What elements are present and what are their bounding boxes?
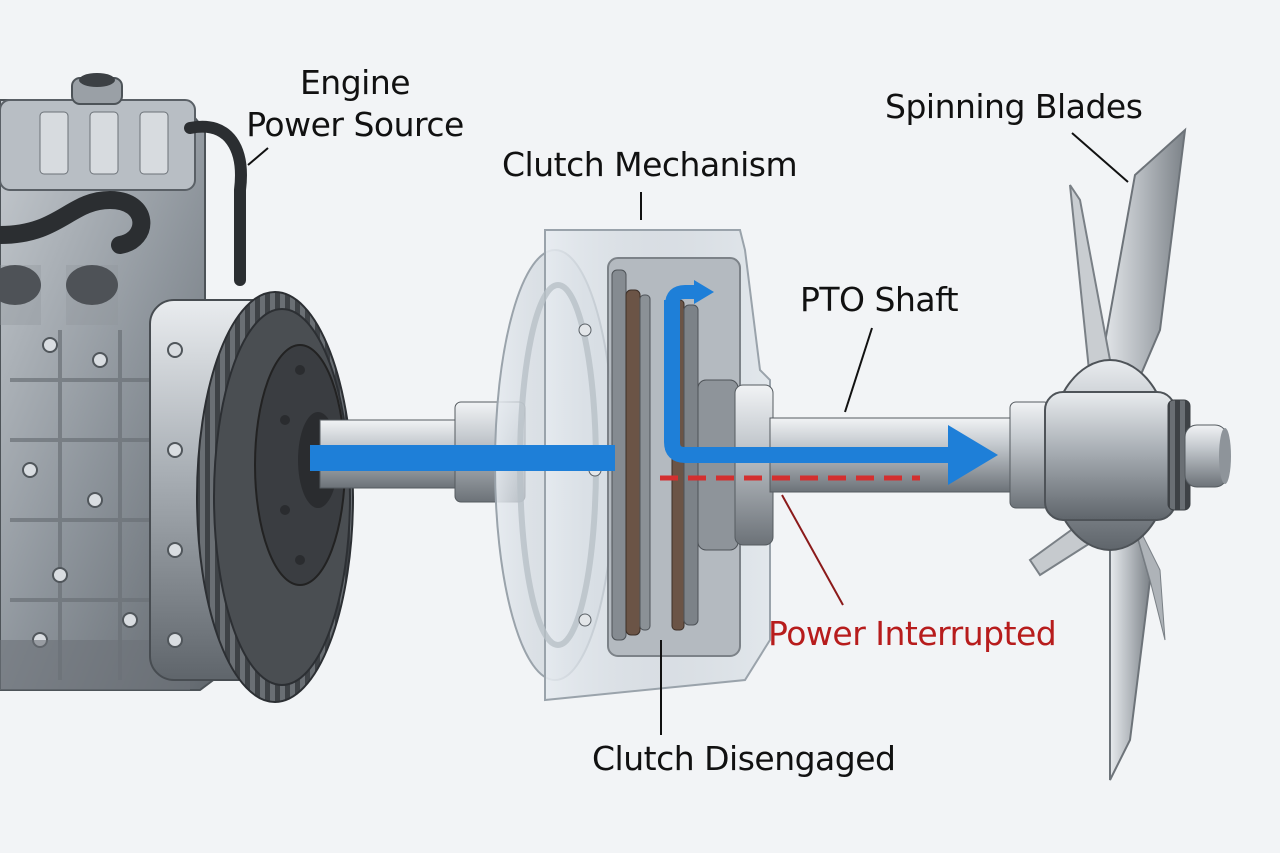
power-flow [310,280,998,485]
leader-lines [247,132,1129,735]
spinning-blades-label: Spinning Blades [885,87,1143,126]
power-source-label-text: Power Source [246,105,464,144]
output-power-arrow [664,300,955,463]
input-power-arrow [310,445,615,471]
clutch-disengaged-label: Clutch Disengaged [592,739,896,778]
clutch-housing [494,229,774,702]
pto-shaft-label: PTO Shaft [800,280,959,319]
spinning-blades-leader [1071,132,1129,183]
power-interrupted-label: Power Interrupted [768,614,1057,653]
flywheel [149,291,354,703]
clutch-mechanism-label: Clutch Mechanism [502,145,798,184]
output-arrowhead [948,425,998,485]
diverted-arrowhead [694,280,714,304]
blade-assembly [1028,127,1231,781]
engine-label: Engine [299,63,411,102]
pto-shaft-leader [844,327,873,413]
power-interrupted-leader [781,494,844,606]
engine-leader [247,147,269,166]
